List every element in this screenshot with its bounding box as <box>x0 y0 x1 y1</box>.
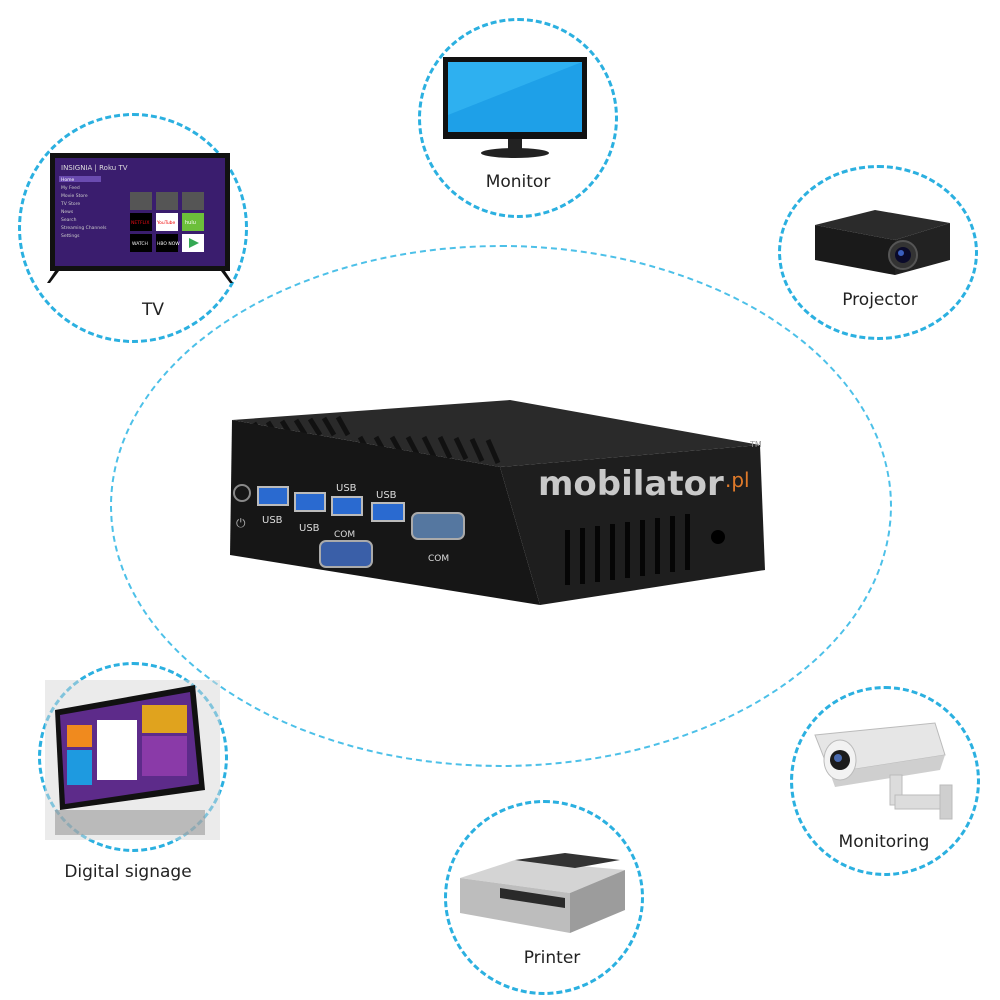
svg-text:hulu: hulu <box>185 220 196 226</box>
tv-tile <box>156 192 178 210</box>
tv-brand: INSIGNIA | Roku TV <box>61 164 128 172</box>
power-symbol-icon: ⏻ <box>236 516 246 530</box>
camera-icon <box>814 722 953 820</box>
netflix-tile <box>130 213 152 231</box>
brand-suffix: .pl <box>725 468 750 492</box>
mini-pc-image: mobilator .pl TM ⏻ USB USB USB USB COM C… <box>230 400 765 605</box>
usb-label-3: USB <box>336 483 357 494</box>
tv-icon: INSIGNIA | Roku TV Home My Feed Movie St… <box>47 153 233 283</box>
signage-tile <box>142 705 187 733</box>
signage-tile <box>67 750 92 785</box>
com-port-1 <box>411 512 465 540</box>
connection-ellipse <box>110 245 892 767</box>
digital-signage-icon <box>45 680 220 840</box>
tv-menu-item: Search <box>61 217 77 223</box>
power-button-icon <box>233 484 251 502</box>
monitoring-device-circle <box>790 686 980 876</box>
printer-icon <box>460 853 625 933</box>
digital-signage-label: Digital signage <box>64 862 192 882</box>
usb-label-1: USB <box>262 515 283 526</box>
svg-text:YouTube: YouTube <box>156 220 176 226</box>
tv-tile <box>130 192 152 210</box>
monitoring-label: Monitoring <box>838 832 930 852</box>
youtube-tile <box>156 213 178 231</box>
tv-menu-item: News <box>61 209 74 215</box>
usb-port-2 <box>294 492 326 512</box>
usb-port-4 <box>371 502 405 522</box>
hbo-tile <box>156 234 178 252</box>
printer-label: Printer <box>523 948 581 968</box>
tv-menu-item: Settings <box>61 233 80 239</box>
tv-menu-item: TV Store <box>60 201 80 207</box>
watch-espn-tile <box>130 234 152 252</box>
com-port-2 <box>319 540 373 568</box>
projector-label: Projector <box>842 290 918 310</box>
tv-menu-item: Movie Store <box>61 193 88 199</box>
signage-tile <box>67 725 92 747</box>
svg-text:HBO NOW: HBO NOW <box>157 241 180 247</box>
play-icon <box>189 238 199 248</box>
signage-tile <box>97 720 137 780</box>
trademark: TM <box>749 440 762 449</box>
hulu-tile <box>182 213 204 231</box>
tv-tile <box>182 192 204 210</box>
projector-icon <box>815 210 950 275</box>
svg-text:WATCH: WATCH <box>132 241 148 247</box>
svg-text:NETFLIX: NETFLIX <box>131 220 149 226</box>
brand-logo: mobilator <box>538 464 724 504</box>
usb-label-2: USB <box>299 523 320 534</box>
usb-port-1 <box>257 486 289 506</box>
monitor-label: Monitor <box>485 172 551 192</box>
tv-menu-item: Streaming Channels <box>61 225 107 231</box>
usb-port-3 <box>331 496 363 516</box>
com-label-2: COM <box>334 530 355 540</box>
tv-menu-item: Home <box>61 177 75 183</box>
signage-tile <box>142 736 187 776</box>
com-label-1: COM <box>428 554 449 564</box>
tv-label: TV <box>141 300 164 320</box>
usb-label-4: USB <box>376 490 397 501</box>
monitor-icon <box>443 57 587 158</box>
tv-menu-item: My Feed <box>61 185 80 191</box>
